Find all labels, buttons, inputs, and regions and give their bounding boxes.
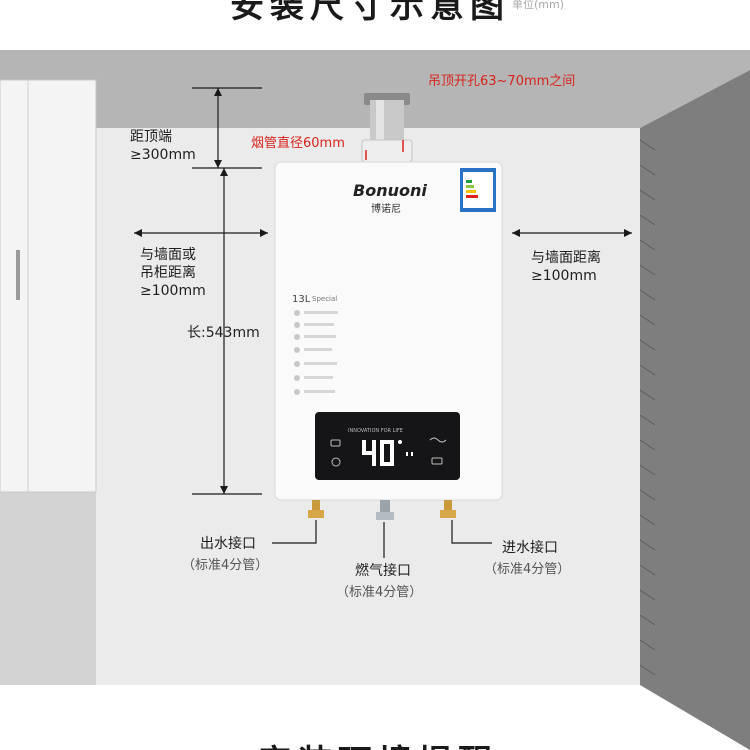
gas-nut bbox=[376, 512, 394, 520]
page-title-top: 安装尺寸示意图 bbox=[230, 0, 510, 26]
right-wall bbox=[640, 70, 750, 750]
capacity-label: 13L bbox=[292, 294, 311, 305]
right-clearance-line1: 与墙面距离 bbox=[531, 250, 601, 266]
right-clearance-line2: ≥100mm bbox=[531, 268, 597, 284]
capacity-note: Special bbox=[312, 295, 338, 303]
left-clearance-line3: ≥100mm bbox=[140, 283, 206, 299]
water-inlet-sub: （标准4分管） bbox=[484, 562, 571, 577]
cabinet bbox=[0, 79, 97, 493]
flue-pipe bbox=[370, 100, 404, 142]
feature-text-lines bbox=[304, 311, 338, 393]
unit-note: 单位(mm) bbox=[512, 0, 565, 11]
feature-icons bbox=[294, 310, 300, 395]
water-inlet-nut bbox=[440, 510, 456, 518]
temperature-display bbox=[362, 440, 413, 466]
water-inlet-label: 进水接口 bbox=[502, 540, 558, 556]
brand-logo-cn: 博诺尼 bbox=[371, 204, 401, 215]
left-clearance-line1: 与墙面或 bbox=[140, 247, 196, 263]
top-clearance-line1: 距顶端 bbox=[130, 129, 172, 145]
flue-diameter-note: 烟管直径60mm bbox=[251, 136, 345, 151]
gas-pipe bbox=[380, 500, 390, 518]
gas-sub: （标准4分管） bbox=[336, 585, 423, 600]
gas-label: 燃气接口 bbox=[355, 563, 411, 579]
ceiling bbox=[0, 50, 750, 128]
water-outlet-label: 出水接口 bbox=[200, 536, 256, 552]
flue-highlight bbox=[376, 100, 384, 142]
dimension-lines bbox=[134, 87, 632, 558]
control-panel bbox=[315, 412, 460, 480]
floor-area bbox=[0, 685, 640, 750]
top-clearance-line2: ≥300mm bbox=[130, 147, 196, 163]
wall-hatching bbox=[639, 139, 656, 676]
length-note: 长:543mm bbox=[187, 325, 260, 341]
water-outlet-sub: （标准4分管） bbox=[182, 558, 269, 573]
water-inlet-pipe bbox=[444, 500, 452, 514]
flue-base bbox=[361, 139, 413, 163]
section-title-bottom: 安装环境提醒 bbox=[258, 735, 498, 750]
dimension-arrows bbox=[134, 88, 632, 494]
cabinet-handle bbox=[16, 250, 20, 300]
left-clearance-line2: 吊柜距离 bbox=[140, 265, 196, 281]
ceiling-hole-note: 吊顶开孔63~70mm之间 bbox=[428, 74, 576, 89]
brand-logo: Bonuoni bbox=[353, 181, 427, 200]
panel-touch-icons bbox=[330, 437, 447, 467]
water-outlet-pipe bbox=[312, 500, 320, 514]
water-outlet-nut bbox=[308, 510, 324, 518]
panel-slogan: INNOVATION FOR LIFE bbox=[348, 428, 403, 434]
